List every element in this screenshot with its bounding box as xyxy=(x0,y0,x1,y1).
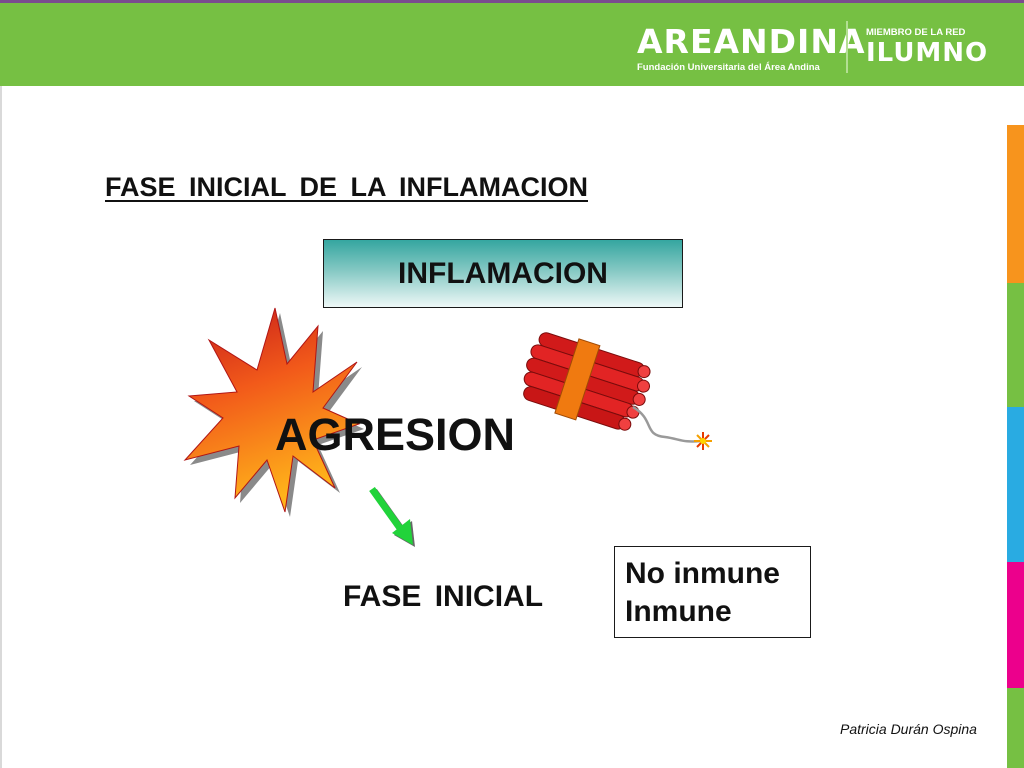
brand-subtitle: Fundación Universitaria del Área Andina xyxy=(637,62,820,73)
brand-name: AREANDINA xyxy=(637,22,866,61)
dynamite-icon xyxy=(523,332,712,450)
green-arrow-icon xyxy=(369,486,415,547)
logo-divider xyxy=(846,21,848,73)
network-label: MIEMBRO DE LA RED xyxy=(866,27,966,38)
stripe-green-bottom xyxy=(1007,688,1024,768)
author-footer: Patricia Durán Ospina xyxy=(840,721,977,737)
inmune-label: Inmune xyxy=(625,595,732,628)
header-bar: AREANDINA Fundación Universitaria del Ár… xyxy=(0,3,1024,86)
network-name: ILUMNO xyxy=(866,38,989,68)
agresion-label: AGRESION xyxy=(275,409,516,460)
top-border xyxy=(0,0,1024,3)
fase-inicial-label: FASE INICIAL xyxy=(343,580,544,613)
inflamacion-box: INFLAMACION xyxy=(323,239,683,308)
no-inmune-label: No inmune xyxy=(625,557,780,590)
stripe-blue xyxy=(1007,407,1024,562)
inflamacion-label: INFLAMACION xyxy=(398,256,608,290)
starburst-icon xyxy=(183,307,364,517)
slide-title: FASE INICIAL DE LA INFLAMACION xyxy=(105,172,588,202)
immune-box: No inmune Inmune xyxy=(614,546,811,638)
brand-logo: AREANDINA Fundación Universitaria del Ár… xyxy=(637,25,865,74)
stripe-magenta xyxy=(1007,562,1024,688)
network-logo: MIEMBRO DE LA RED ILUMNO xyxy=(866,27,988,68)
stripe-green xyxy=(1007,283,1024,407)
stripe-orange xyxy=(1007,125,1024,283)
color-stripes xyxy=(1007,125,1024,768)
left-border xyxy=(0,86,2,768)
